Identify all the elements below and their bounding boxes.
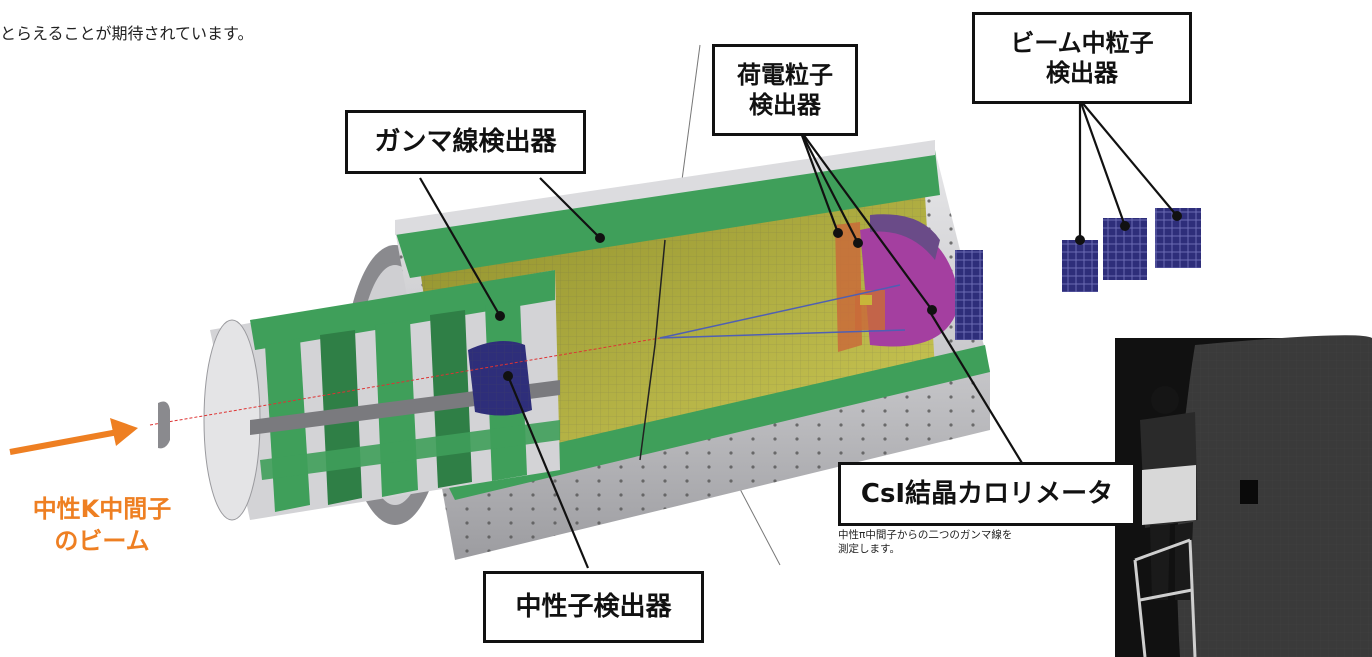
target-piece — [158, 401, 170, 449]
beam-neutral-modules — [1062, 208, 1201, 292]
gamma-track-1 — [659, 284, 901, 339]
beam-neutral-detector-label: ビーム中粒子 検出器 — [972, 12, 1192, 104]
photo-of-worker-installing-calorimeter — [1115, 335, 1372, 657]
arrow-right-icon — [110, 418, 138, 446]
end-modules — [955, 250, 983, 340]
csi-note: 中性π中間子からの二つのガンマ線を 測定します。 — [838, 528, 1108, 556]
neutral-kaon-beam-label: 中性K中間子 のビーム — [22, 493, 182, 558]
leader-lines — [419, 99, 1178, 569]
neutron-detector-label-text: 中性子検出器 — [515, 591, 672, 622]
beam-label-line2: のビーム — [54, 527, 150, 556]
gamma-detector-label: ガンマ線検出器 — [345, 110, 586, 174]
charged-label-line2: 検出器 — [749, 91, 821, 119]
beam-neutral-label-line2: 検出器 — [1046, 59, 1118, 87]
csi-note-line1: 中性π中間子からの二つのガンマ線を — [838, 529, 1013, 541]
csi-calorimeter-label: CsI結晶カロリメータ — [838, 462, 1136, 526]
barrel-top-green — [395, 150, 940, 278]
beam-neutral-label-line1: ビーム中粒子 — [1010, 29, 1154, 57]
barrel-bottom-green — [440, 345, 990, 500]
beam-line — [149, 337, 661, 426]
gamma-detector-label-text: ガンマ線検出器 — [374, 126, 557, 157]
csi-calorimeter-label-text: CsI結晶カロリメータ — [860, 478, 1114, 509]
support-rod-top — [679, 44, 701, 196]
gamma-track-2 — [659, 329, 906, 339]
beam-arrow-icon — [9, 429, 119, 455]
charged-particle-detector-label: 荷電粒子 検出器 — [712, 44, 858, 136]
charged-label-line1: 荷電粒子 — [737, 61, 833, 89]
intro-text: とらえることが期待されています。 — [0, 24, 254, 43]
beam-label-line1: 中性K中間子 — [32, 495, 172, 523]
csi-note-line2: 測定します。 — [838, 543, 900, 556]
neutron-detector-label: 中性子検出器 — [483, 571, 704, 643]
